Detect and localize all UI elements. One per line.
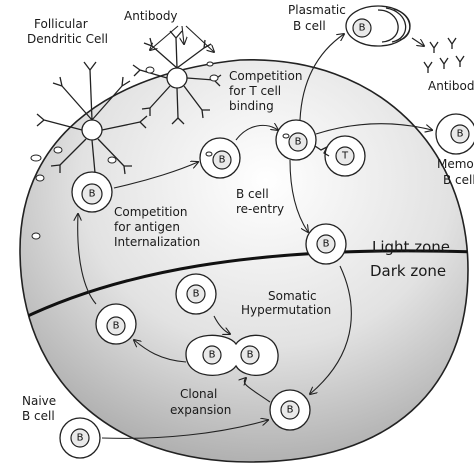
- somatic-hypermutation-label: Somatic Hypermutation: [241, 289, 331, 317]
- flow-arrows: [78, 34, 432, 439]
- svg-text:B: B: [295, 137, 302, 148]
- svg-text:B: B: [323, 239, 330, 250]
- follicular-dendritic-cell-label: Follicular Dendritic Cell: [27, 17, 108, 46]
- antigen-particles: [30, 61, 219, 240]
- svg-text:B: B: [77, 433, 84, 444]
- plasmatic-b-cell-label: Plasmatic B cell: [288, 3, 350, 33]
- svg-text:B: B: [287, 405, 294, 416]
- svg-text:B: B: [89, 189, 96, 200]
- svg-text:B: B: [219, 155, 226, 166]
- memory-b-cell-label: Memo B cell: [437, 157, 474, 187]
- dividing-b-cell: B B: [185, 334, 279, 376]
- b-cell-dark-bottom: B: [269, 389, 311, 431]
- dark-zone-label: Dark zone: [370, 262, 446, 280]
- clonal-expansion-label: Clonal expansion: [170, 387, 231, 417]
- b-cell-with-antigen: B: [199, 137, 241, 179]
- svg-text:B: B: [209, 350, 216, 361]
- b-cell-reentry: B: [305, 223, 347, 265]
- memory-b-cell: B: [435, 113, 474, 155]
- follicular-dendritic-cell-right: [132, 30, 222, 125]
- antibody-right-label: Antibod: [428, 79, 474, 93]
- antibody-scatter: [423, 37, 465, 73]
- svg-text:B: B: [193, 289, 200, 300]
- naive-b-cell: B: [59, 417, 101, 459]
- b-cell-dark-left: B: [95, 303, 137, 345]
- b-cell-t-cell-binding: B: [275, 119, 317, 161]
- zone-divider: [20, 249, 468, 332]
- plasmatic-b-cell: B: [345, 5, 411, 47]
- svg-text:B: B: [247, 350, 254, 361]
- svg-text:T: T: [341, 151, 349, 162]
- competition-t-cell-label: Competition for T cell binding: [229, 69, 306, 113]
- light-zone-label: Light zone: [372, 238, 450, 256]
- t-cell: T: [324, 135, 366, 177]
- follicular-dendritic-cell-left: [36, 61, 148, 191]
- b-cell-reentry-label: B cell re-entry: [236, 187, 284, 216]
- b-cell-competing-antigen: B: [71, 171, 113, 213]
- svg-text:B: B: [359, 23, 366, 34]
- competition-antigen-label: Competition for antigen Internalization: [114, 205, 200, 249]
- b-cell-dark-upper: B: [175, 273, 217, 315]
- naive-b-cell-label: Naive B cell: [22, 394, 60, 423]
- tcr-contact: [314, 145, 330, 157]
- antibody-top-label: Antibody: [124, 9, 178, 23]
- svg-text:B: B: [457, 129, 464, 140]
- svg-text:B: B: [113, 321, 120, 332]
